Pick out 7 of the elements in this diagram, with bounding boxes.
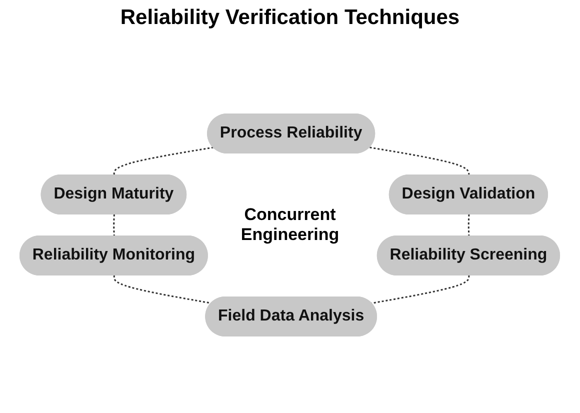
connector: [371, 275, 470, 304]
connector: [114, 146, 214, 176]
diagram-title: Reliability Verification Techniques: [119, 6, 461, 30]
connector: [370, 146, 470, 176]
connector: [113, 214, 116, 237]
center-label: Concurrent Engineering: [240, 205, 340, 245]
connector: [468, 214, 470, 237]
